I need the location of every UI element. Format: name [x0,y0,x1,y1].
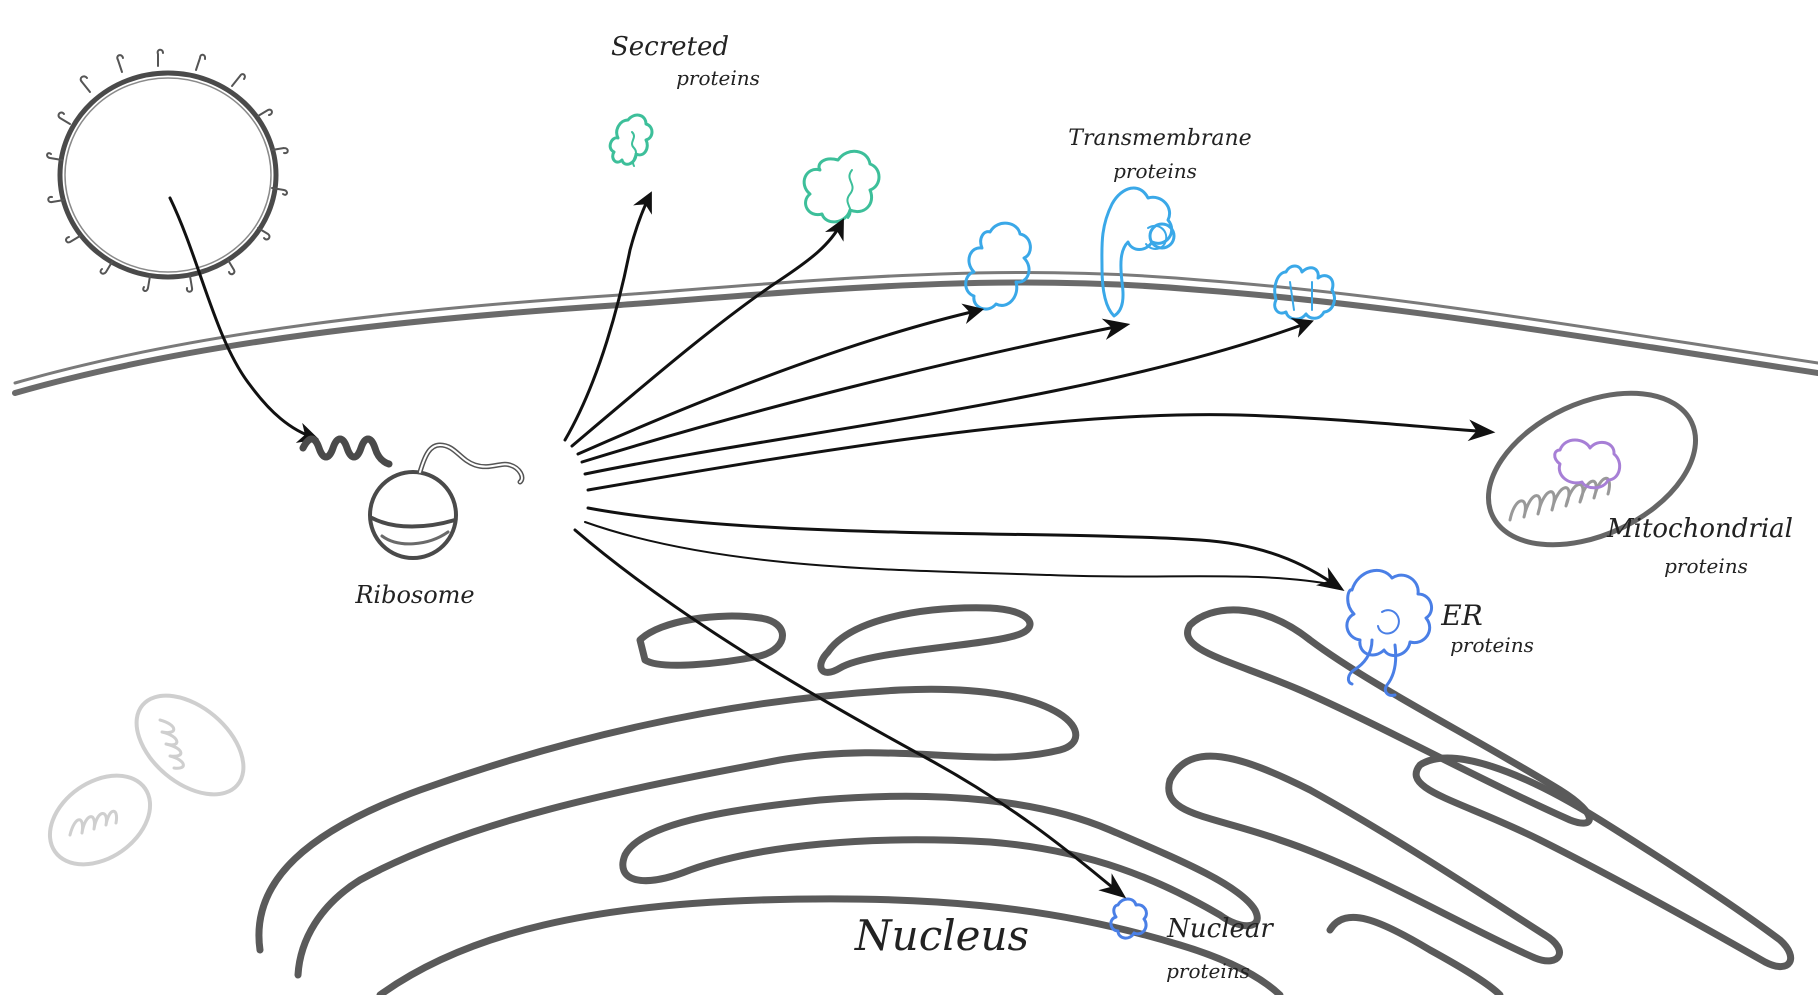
label-nuclear-line1: Nuclear [1166,914,1274,944]
label-nucleus: Nucleus [854,911,1029,960]
arrow-to-transmembrane-1 [578,310,980,454]
label-transmembrane-line2: proteins [1113,159,1197,183]
label-ribosome: Ribosome [354,581,474,609]
label-transmembrane-line1: Transmembrane [1068,126,1251,151]
arrow-to-secreted-2 [572,222,842,446]
protein-icon [610,115,879,222]
ribosome-icon [303,439,522,558]
mitochondrion-icon [33,676,262,883]
cell-membrane [15,272,1818,393]
label-mitochondrial-line2: proteins [1664,554,1748,578]
label-er-line1: ER [1440,599,1483,632]
arrow-to-mitochondrion [588,415,1490,490]
label-mitochondrial-line1: Mitochondrial [1606,514,1793,544]
arrow-to-er-2 [585,522,1335,585]
label-er-line2: proteins [1450,633,1534,657]
label-secreted-line2: proteins [676,66,760,90]
virus-icon [47,50,288,292]
label-secreted-line1: Secreted [611,32,729,62]
arrow-to-secreted-1 [565,195,650,440]
arrow-virus-to-mrna [170,198,315,438]
label-nuclear-line2: proteins [1166,959,1250,983]
protein-icon [1555,440,1620,488]
diagram-labels: Secreted proteins Transmembrane proteins… [354,32,1793,983]
